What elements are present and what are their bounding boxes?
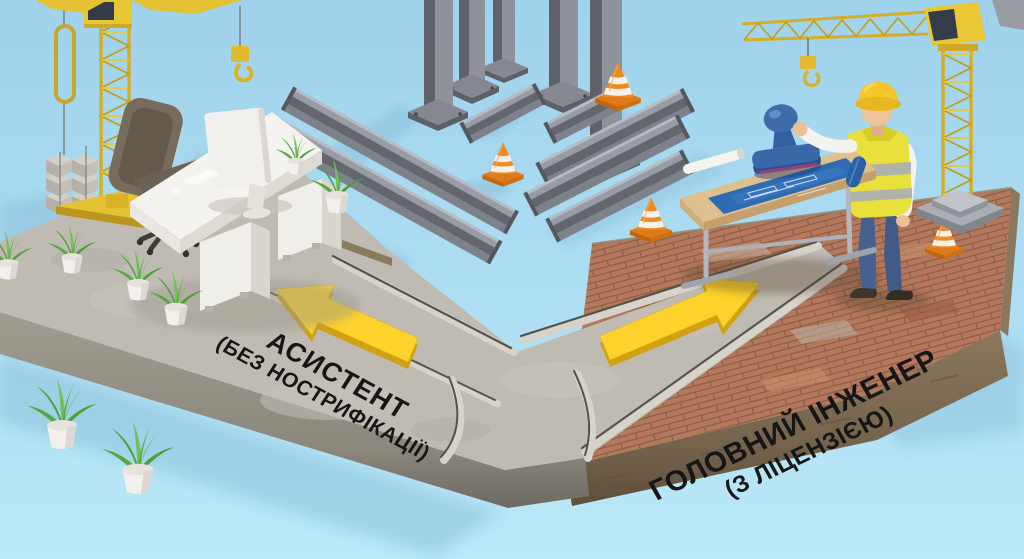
i-beam bbox=[545, 149, 695, 243]
crane-base bbox=[916, 190, 1004, 234]
jib-hook bbox=[231, 6, 254, 83]
crane-jib bbox=[741, 10, 929, 42]
steel-column bbox=[408, 0, 468, 131]
crane-tower-lattice bbox=[940, 50, 974, 198]
brick-platform bbox=[566, 186, 1020, 506]
desk-shadow bbox=[130, 278, 360, 332]
soil-step-edge bbox=[342, 240, 392, 266]
jib-hook bbox=[800, 38, 821, 88]
engineer-shadow bbox=[834, 289, 930, 311]
steel-columns bbox=[408, 0, 640, 180]
computer-monitor bbox=[204, 107, 272, 219]
engineer-shoe bbox=[885, 290, 913, 300]
crane-counter-jib bbox=[36, 0, 108, 13]
steel-column bbox=[445, 0, 499, 104]
engineer-arm-left bbox=[797, 125, 858, 153]
paper-roll bbox=[682, 148, 745, 174]
engineer-figure bbox=[848, 82, 917, 300]
counterweight bbox=[992, 0, 1024, 30]
steel-i-beams bbox=[267, 83, 696, 265]
hook-block bbox=[54, 24, 76, 104]
i-beam bbox=[267, 118, 503, 265]
table-shadow bbox=[682, 258, 882, 294]
approval-stamp bbox=[752, 104, 822, 180]
brick-platform-side bbox=[566, 330, 1008, 506]
engineer-leg bbox=[884, 212, 902, 292]
tower-crane-right bbox=[741, 0, 1024, 234]
traffic-cone bbox=[481, 141, 525, 188]
concrete-block-load bbox=[46, 146, 98, 214]
i-beam bbox=[523, 114, 691, 217]
i-beam bbox=[280, 86, 520, 235]
engineer-station bbox=[680, 82, 930, 311]
keyboard bbox=[184, 169, 219, 186]
vest-reflective-stripe bbox=[850, 188, 912, 202]
engineer-hand bbox=[792, 121, 808, 137]
mouse bbox=[171, 188, 181, 194]
i-beam bbox=[459, 83, 547, 144]
drafting-table bbox=[680, 148, 877, 289]
crane-cab bbox=[84, 0, 132, 28]
assistant-workstation bbox=[108, 97, 360, 332]
engineer-shoe bbox=[849, 288, 877, 298]
crane-cab bbox=[924, 2, 986, 51]
crane-jib bbox=[132, 0, 242, 14]
steel-column bbox=[480, 0, 528, 83]
blueprint-rolled-edge bbox=[845, 156, 867, 188]
steel-column bbox=[533, 0, 593, 113]
